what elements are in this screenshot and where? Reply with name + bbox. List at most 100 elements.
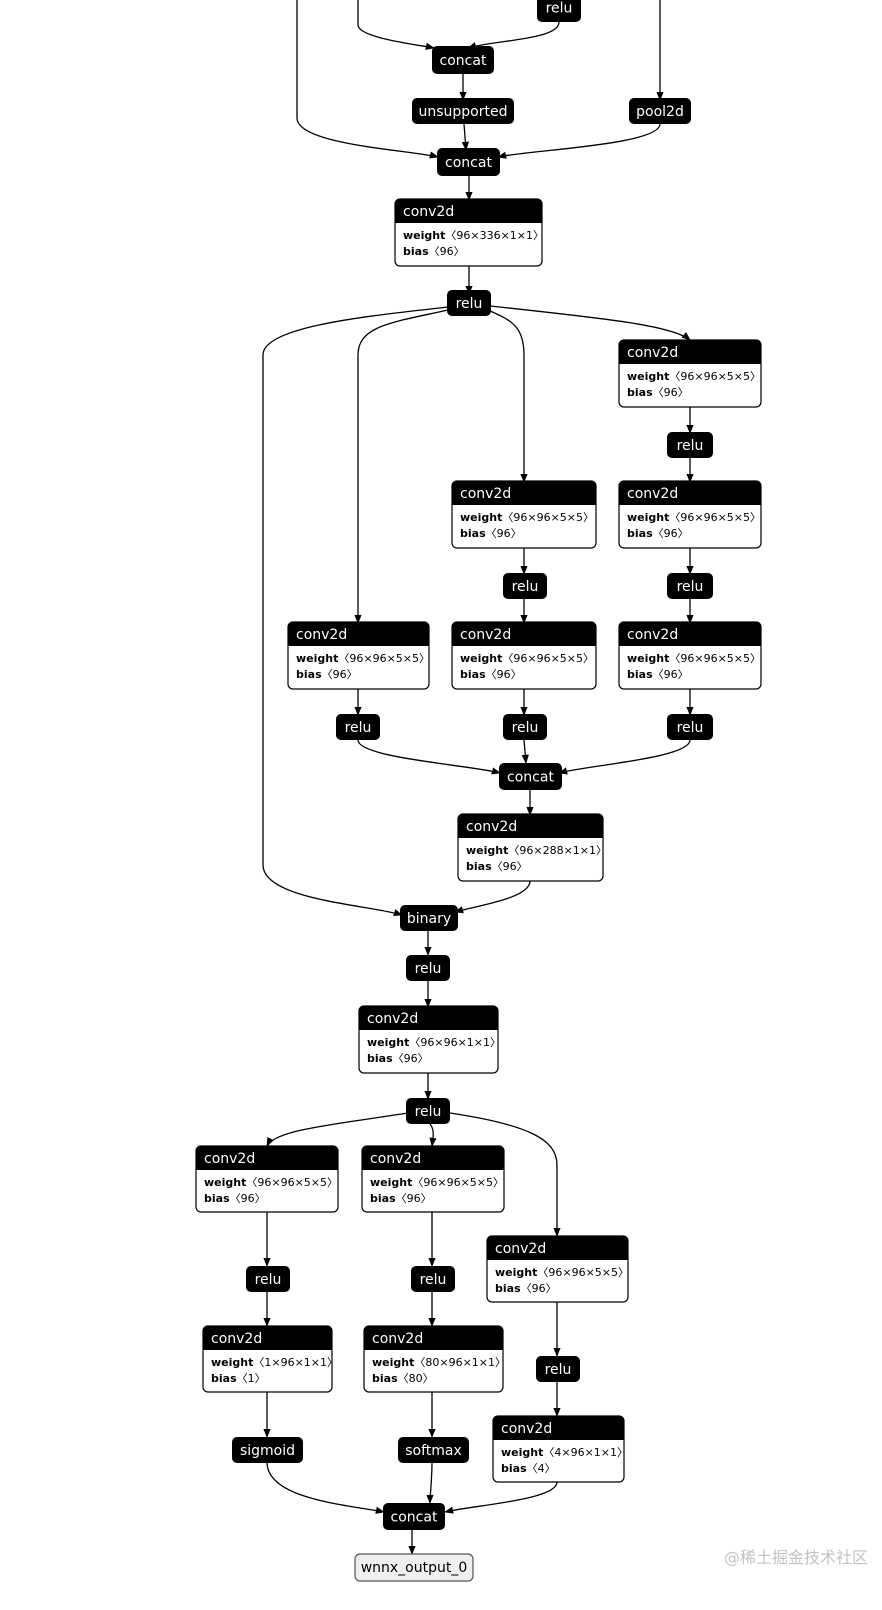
- node-op-label: conv2d: [370, 1151, 421, 1167]
- node-bias-attr: bias〈96〉: [627, 386, 689, 399]
- node-header: [359, 1006, 498, 1030]
- node-op-label: relu: [420, 1272, 447, 1288]
- node-relu-c[interactable]: relu: [406, 1098, 450, 1124]
- node-box: [406, 1098, 450, 1124]
- node-op-label: conv2d: [460, 627, 511, 643]
- node-bias-attr: bias〈96〉: [627, 527, 689, 540]
- node-bias-attr: bias〈96〉: [627, 668, 689, 681]
- node-relu-h3[interactable]: relu: [536, 1356, 580, 1382]
- node-concat-a[interactable]: concat: [432, 46, 494, 74]
- weight-shape: 〈96×96×5×5〉: [502, 652, 594, 665]
- node-box: [499, 763, 562, 790]
- node-op-label: relu: [512, 720, 539, 736]
- bias-shape: 〈96〉: [429, 245, 465, 258]
- node-weight-attr: weight〈96×96×1×1〉: [367, 1036, 501, 1049]
- bias-key: bias: [204, 1192, 230, 1205]
- node-relu-h2[interactable]: relu: [411, 1266, 455, 1292]
- node-op-label: concat: [391, 1510, 438, 1526]
- node-op-label: pool2d: [636, 104, 684, 120]
- bias-shape: 〈96〉: [653, 386, 689, 399]
- node-relu-r3[interactable]: relu: [667, 714, 713, 740]
- bias-key: bias: [403, 245, 429, 258]
- node-header: [452, 481, 596, 505]
- node-box: [398, 1437, 469, 1463]
- node-softmax-1[interactable]: softmax: [398, 1437, 469, 1463]
- node-bias-attr: bias〈96〉: [460, 668, 522, 681]
- node-output[interactable]: wnnx_output_0: [354, 1553, 474, 1582]
- node-concat-out[interactable]: concat: [383, 1503, 445, 1530]
- node-header: [203, 1326, 332, 1350]
- node-concat-b[interactable]: concat: [437, 148, 500, 176]
- node-relu-r2[interactable]: relu: [667, 573, 713, 599]
- edge-relu-to-conv-right: [489, 305, 691, 341]
- node-header: [288, 622, 429, 646]
- node-header: [619, 622, 761, 646]
- weight-shape: 〈4×96×1×1〉: [543, 1446, 628, 1459]
- edge-softmax-to-concat-out: [426, 1461, 434, 1504]
- node-op-label: relu: [456, 296, 483, 312]
- node-bias-attr: bias〈96〉: [403, 245, 465, 258]
- node-unsupported-1[interactable]: unsupported: [412, 98, 514, 124]
- node-box: [536, 1356, 580, 1382]
- node-relu-top[interactable]: relu: [537, 0, 581, 22]
- node-box: [447, 290, 491, 316]
- edge-relu-top-to-concat: [467, 21, 560, 50]
- edge-sigmoid-to-concat-out: [266, 1461, 385, 1514]
- weight-key: weight: [211, 1356, 253, 1369]
- node-box: [246, 1266, 290, 1292]
- edge-relu-c-to-conv-h3: [449, 1112, 561, 1237]
- node-relu-m1[interactable]: relu: [503, 573, 547, 599]
- weight-key: weight: [501, 1446, 543, 1459]
- bias-shape: 〈96〉: [396, 1192, 432, 1205]
- node-sigmoid-1[interactable]: sigmoid: [232, 1437, 303, 1463]
- edge-relu-mid-to-concat: [521, 739, 529, 764]
- weight-shape: 〈96×96×5×5〉: [338, 652, 430, 665]
- node-relu-a[interactable]: relu: [447, 290, 491, 316]
- node-weight-attr: weight〈96×96×5×5〉: [296, 652, 430, 665]
- node-op-label: conv2d: [460, 486, 511, 502]
- bias-shape: 〈96〉: [486, 527, 522, 540]
- edge-relu-left-to-concat: [357, 739, 501, 775]
- node-bias-attr: bias〈96〉: [460, 527, 522, 540]
- node-relu-b[interactable]: relu: [406, 955, 450, 981]
- edge-relu-to-conv-left: [354, 309, 449, 624]
- node-binary-1[interactable]: binary: [400, 905, 458, 931]
- node-box: [629, 98, 691, 124]
- node-weight-attr: weight〈96×96×5×5〉: [495, 1266, 629, 1279]
- node-bias-attr: bias〈96〉: [466, 860, 528, 873]
- edge-relu-to-binary: [262, 306, 449, 917]
- edge-relu-right-to-concat: [558, 739, 691, 775]
- node-relu-m2[interactable]: relu: [503, 714, 547, 740]
- node-relu-r1[interactable]: relu: [667, 432, 713, 458]
- node-conv-m2[interactable]: conv2d weight〈96×96×5×5〉 bias〈96〉: [451, 621, 597, 690]
- node-relu-h1[interactable]: relu: [246, 1266, 290, 1292]
- node-box: [383, 1503, 445, 1530]
- node-box: [437, 148, 500, 176]
- bias-key: bias: [495, 1282, 521, 1295]
- weight-key: weight: [460, 652, 502, 665]
- node-pool2d-1[interactable]: pool2d: [629, 98, 691, 124]
- weight-key: weight: [296, 652, 338, 665]
- node-op-label: conv2d: [627, 345, 678, 361]
- node-header: [493, 1416, 624, 1440]
- node-box: [667, 714, 713, 740]
- node-op-label: conv2d: [501, 1421, 552, 1437]
- node-relu-l2[interactable]: relu: [336, 714, 380, 740]
- node-concat-c[interactable]: concat: [499, 763, 562, 790]
- node-weight-attr: weight〈1×96×1×1〉: [211, 1356, 338, 1369]
- node-op-label: softmax: [405, 1443, 462, 1459]
